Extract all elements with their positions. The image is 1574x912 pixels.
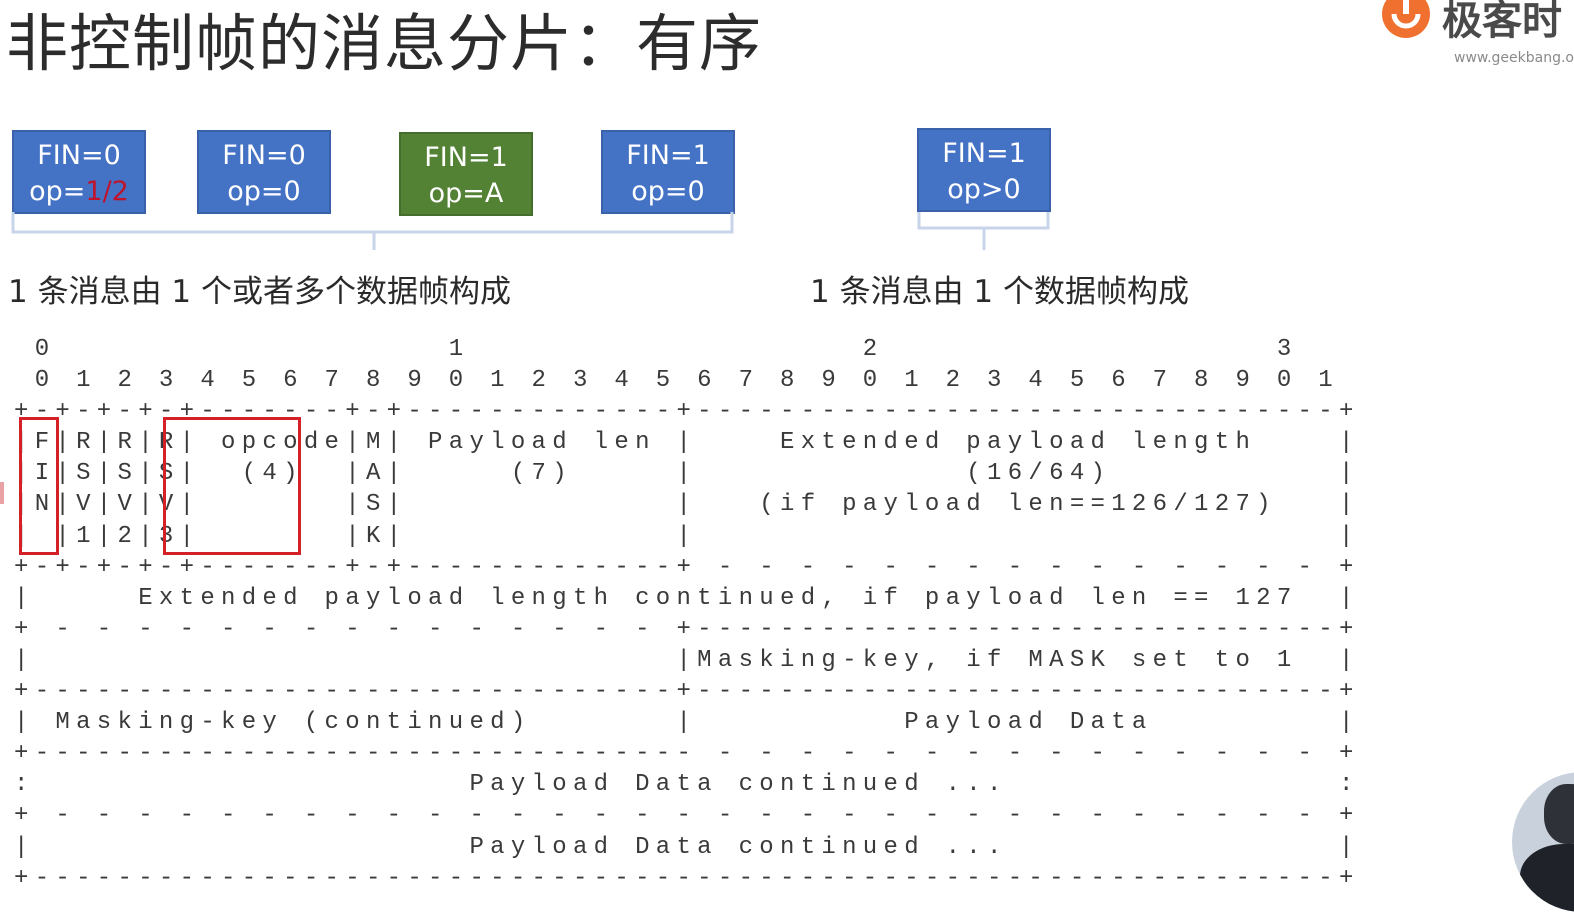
diagram-line: +---------------------------------------… <box>14 864 1360 892</box>
geekbang-logo: 极客时 www.geekbang.org <box>1376 0 1574 80</box>
frame-op-label: op=0 <box>227 176 301 207</box>
diagram-line: + - - - - - - - - - - - - - - - - - - - … <box>14 802 1360 830</box>
logo-url: www.geekbang.org <box>1454 50 1574 66</box>
diagram-line: + - - - - - - - - - - - - - - - +-------… <box>14 615 1360 643</box>
frame-box-single: FIN=1 op>0 <box>917 128 1051 212</box>
diagram-line: +-------------------------------+-------… <box>14 678 1360 706</box>
diagram-line: +-+-+-+-+-------+-+-------------+-------… <box>14 398 1360 426</box>
multi-frame-brace <box>11 212 734 250</box>
frame-op-label: op=1/2 <box>29 176 129 207</box>
frame-fin-label: FIN=1 <box>942 138 1026 169</box>
edge-marker <box>0 482 4 504</box>
frame-op-label: op>0 <box>947 174 1021 205</box>
frame-fin-label: FIN=1 <box>424 142 508 173</box>
frame-box-1: FIN=0 op=1/2 <box>12 130 146 214</box>
diagram-line: |F|R|R|R| opcode|M| Payload len | Extend… <box>14 429 1360 457</box>
diagram-line: : Payload Data continued ... : <box>14 771 1360 799</box>
frame-box-2: FIN=0 op=0 <box>197 130 331 214</box>
single-frame-brace <box>917 212 1050 250</box>
caption-multi-frame: 1 条消息由 1 个或者多个数据帧构成 <box>8 274 512 310</box>
logo-text: 极客时 <box>1442 0 1562 44</box>
opcode-highlight <box>163 417 301 555</box>
caption-single-frame: 1 条消息由 1 个数据帧构成 <box>810 274 1190 310</box>
diagram-line: | |1|2|3| |K| | | <box>14 522 1360 550</box>
diagram-line: | Payload Data continued ... | <box>14 833 1360 861</box>
logo-icon <box>1382 0 1430 38</box>
frame-op-label: op=A <box>428 178 504 209</box>
frame-fin-label: FIN=1 <box>626 140 710 171</box>
frame-fin-label: FIN=0 <box>37 140 121 171</box>
slide-title: 非控制帧的消息分片：有序 <box>6 7 763 80</box>
frame-format-diagram: 0 1 2 3 0 1 2 3 4 5 6 7 8 9 0 1 2 3 4 5 … <box>14 334 1360 894</box>
fin-bit-highlight <box>19 417 59 555</box>
diagram-line: 0 1 2 3 4 5 6 7 8 9 0 1 2 3 4 5 6 7 8 9 … <box>14 367 1339 395</box>
diagram-line: | Extended payload length continued, if … <box>14 584 1360 612</box>
frame-box-3: FIN=1 op=A <box>399 132 533 216</box>
diagram-line: +-+-+-+-+-------+-+-------------+ - - - … <box>14 553 1360 581</box>
diagram-line: | |Masking-key, if MASK set to 1 | <box>14 646 1360 674</box>
frame-op-label: op=0 <box>631 176 705 207</box>
presenter-avatar <box>1512 772 1574 912</box>
frame-fin-label: FIN=0 <box>222 140 306 171</box>
diagram-line: | Masking-key (continued) | Payload Data… <box>14 709 1360 737</box>
diagram-line: +-------------------------------- - - - … <box>14 740 1360 768</box>
diagram-line: 0 1 2 3 <box>14 336 1298 363</box>
frame-box-4: FIN=1 op=0 <box>601 130 735 214</box>
